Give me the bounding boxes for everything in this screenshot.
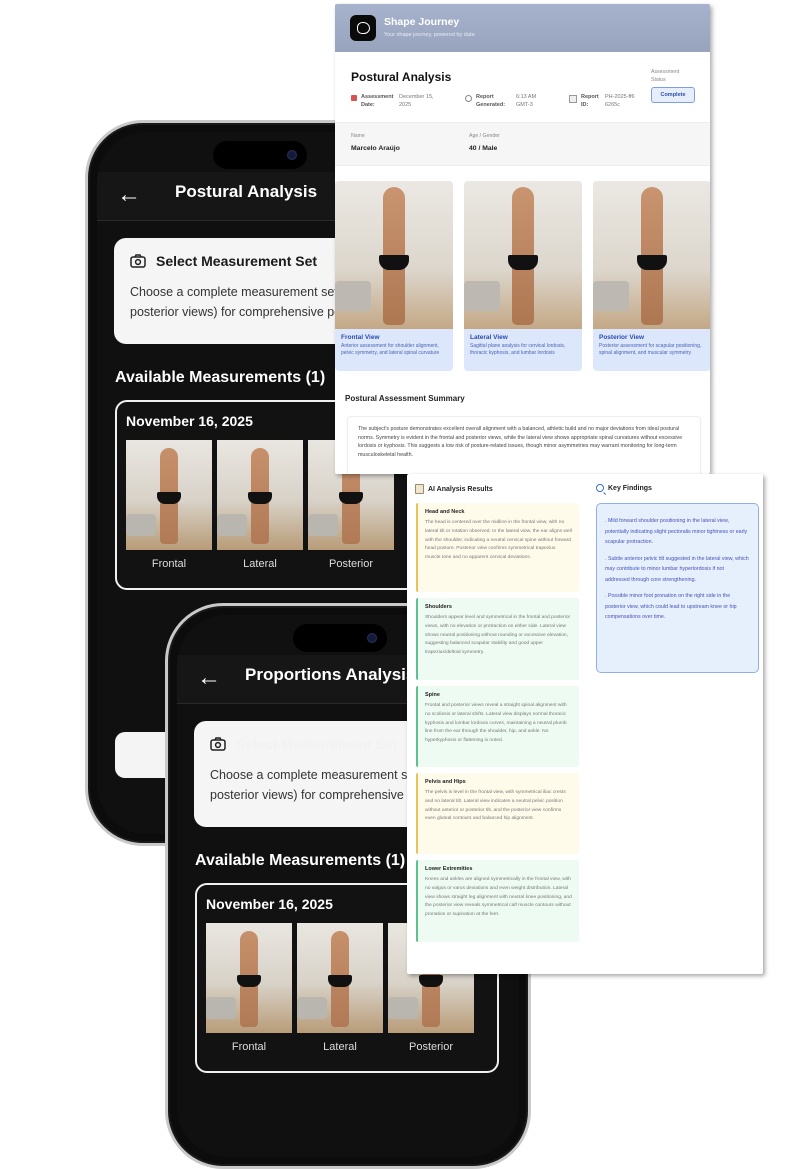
- measurement-date: November 16, 2025: [206, 896, 333, 912]
- measurement-date: November 16, 2025: [126, 413, 253, 429]
- summary-text: The subject's posture demonstrates excel…: [358, 426, 683, 459]
- dynamic-island: [213, 141, 307, 169]
- postural-report: Shape Journey Your shape journey, powere…: [335, 4, 710, 474]
- thumb-label: Frontal: [231, 1041, 267, 1053]
- thumb-label: Lateral: [243, 558, 277, 570]
- section-title: Available Measurements (1): [115, 369, 326, 386]
- finding-title: Head and Neck: [425, 509, 465, 515]
- view-description: Posterior assessment for scapular positi…: [599, 343, 702, 356]
- key-finding-item: . Subtle anterior pelvic tilt suggested …: [605, 555, 749, 583]
- meta-label: Assessment Date:: [361, 94, 394, 108]
- thumb-frontal[interactable]: Frontal: [206, 923, 292, 1053]
- key-findings-box: . Mild forward shoulder positioning in t…: [596, 503, 759, 673]
- document-icon: [569, 95, 577, 103]
- camera-lens-icon: [367, 633, 377, 643]
- thumb-label: Posterior: [408, 1041, 454, 1053]
- finding-lower-extremities: Lower Extremities Knees and ankles are a…: [416, 860, 579, 942]
- assessment-date: Assessment Date: December 15, 2025: [351, 93, 437, 109]
- thumb-label: Posterior: [328, 558, 374, 570]
- magnifier-icon: [596, 484, 604, 492]
- camera-lens-icon: [287, 150, 297, 160]
- finding-text: Knees and ankles are aligned symmetrical…: [425, 877, 572, 918]
- key-finding-item: . Mild forward shoulder positioning in t…: [605, 518, 748, 545]
- clock-icon: [465, 95, 472, 102]
- report-title: Postural Analysis: [351, 70, 452, 84]
- age-gender-label: Age / Gender: [469, 133, 500, 139]
- meta-label: Report Generated:: [476, 94, 506, 108]
- person-info: Name Marcelo Araújo Age / Gender 40 / Ma…: [335, 122, 710, 166]
- camera-icon: [210, 737, 226, 751]
- key-finding-item: . Possible minor foot pronation on the r…: [605, 593, 737, 620]
- view-title: Posterior View: [599, 334, 645, 341]
- finding-spine: Spine Frontal and posterior views reveal…: [416, 686, 579, 767]
- key-findings-header: Key Findings: [596, 484, 652, 492]
- meta-label: Report ID:: [581, 94, 599, 108]
- view-description: Anterior assessment for shoulder alignme…: [341, 343, 440, 356]
- lateral-photo: [217, 440, 303, 550]
- posterior-photo: [593, 181, 710, 329]
- frontal-view-card: Frontal View Anterior assessment for sho…: [335, 181, 453, 371]
- finding-title: Lower Extremities: [425, 866, 473, 872]
- report-generated: Report Generated: 6:13 AM GMT-3: [465, 93, 542, 109]
- meta-value: 6:13 AM GMT-3: [516, 94, 537, 108]
- lateral-photo: [297, 923, 383, 1033]
- status-badge[interactable]: Complete: [651, 87, 695, 103]
- finding-text: Frontal and posterior views reveal a str…: [425, 703, 567, 744]
- summary-title: Postural Assessment Summary: [345, 394, 465, 403]
- thumb-lateral[interactable]: Lateral: [217, 440, 303, 570]
- shape-journey-logo-icon: [350, 15, 376, 41]
- view-title: Lateral View: [470, 334, 508, 341]
- ai-results-title: AI Analysis Results: [428, 485, 493, 493]
- view-description: Sagittal plane analysis for cervical lor…: [470, 343, 566, 356]
- lateral-photo: [464, 181, 582, 329]
- person-name: Marcelo Araújo: [351, 145, 400, 152]
- arrow-left-icon[interactable]: ←: [117, 181, 141, 208]
- brand-name: Shape Journey: [384, 16, 460, 28]
- finding-title: Pelvis and Hips: [425, 779, 466, 785]
- meta-value: December 15, 2025: [399, 94, 434, 108]
- clipboard-icon: [415, 484, 424, 494]
- thumb-frontal[interactable]: Frontal: [126, 440, 212, 570]
- lateral-view-card: Lateral View Sagittal plane analysis for…: [464, 181, 582, 371]
- finding-text: The head is centered over the midline in…: [425, 520, 572, 561]
- finding-text: Shoulders appear level and symmetrical i…: [425, 615, 571, 656]
- ai-results-header: AI Analysis Results: [415, 484, 493, 494]
- key-findings-title: Key Findings: [608, 484, 652, 492]
- view-cards: Frontal View Anterior assessment for sho…: [335, 181, 710, 371]
- frontal-photo: [206, 923, 292, 1033]
- brand-tagline: Your shape journey, powered by data: [384, 32, 475, 38]
- section-title: Available Measurements (1): [195, 852, 406, 869]
- posterior-view-card: Posterior View Posterior assessment for …: [593, 181, 710, 371]
- report-header: Shape Journey Your shape journey, powere…: [335, 4, 710, 52]
- measurement-set-card[interactable]: November 16, 2025 Frontal Lateral Poster…: [115, 400, 419, 590]
- calendar-icon: [351, 95, 357, 101]
- status-label: Assessment Status: [651, 69, 680, 83]
- dynamic-island: [293, 624, 387, 652]
- age-gender: 40 / Male: [469, 145, 498, 152]
- meta-value: PH-2025-ff66265c: [605, 94, 635, 108]
- ai-analysis-panel: AI Analysis Results Head and Neck The he…: [407, 474, 763, 974]
- finding-pelvis-hips: Pelvis and Hips The pelvis is level in t…: [416, 773, 579, 854]
- thumb-label: Lateral: [323, 1041, 357, 1053]
- finding-head-neck: Head and Neck The head is centered over …: [416, 503, 579, 592]
- finding-text: The pelvis is level in the frontal view,…: [425, 790, 566, 822]
- name-label: Name: [351, 133, 365, 139]
- view-title: Frontal View: [341, 334, 380, 341]
- thumb-lateral[interactable]: Lateral: [297, 923, 383, 1053]
- card-title: Select Measurement Set: [156, 253, 318, 269]
- page-title: Proportions Analysis: [245, 665, 416, 684]
- page-title: Postural Analysis: [175, 182, 318, 201]
- summary-box: The subject's posture demonstrates excel…: [347, 416, 701, 474]
- finding-shoulders: Shoulders Shoulders appear level and sym…: [416, 598, 579, 680]
- camera-icon: [130, 254, 146, 268]
- thumb-label: Frontal: [151, 558, 187, 570]
- finding-title: Shoulders: [425, 604, 452, 610]
- card-title: Select Measurement Set: [236, 736, 398, 752]
- finding-title: Spine: [425, 692, 440, 698]
- frontal-photo: [126, 440, 212, 550]
- arrow-left-icon[interactable]: ←: [197, 664, 221, 691]
- frontal-photo: [335, 181, 453, 329]
- report-id: Report ID: PH-2025-ff66265c: [569, 93, 637, 109]
